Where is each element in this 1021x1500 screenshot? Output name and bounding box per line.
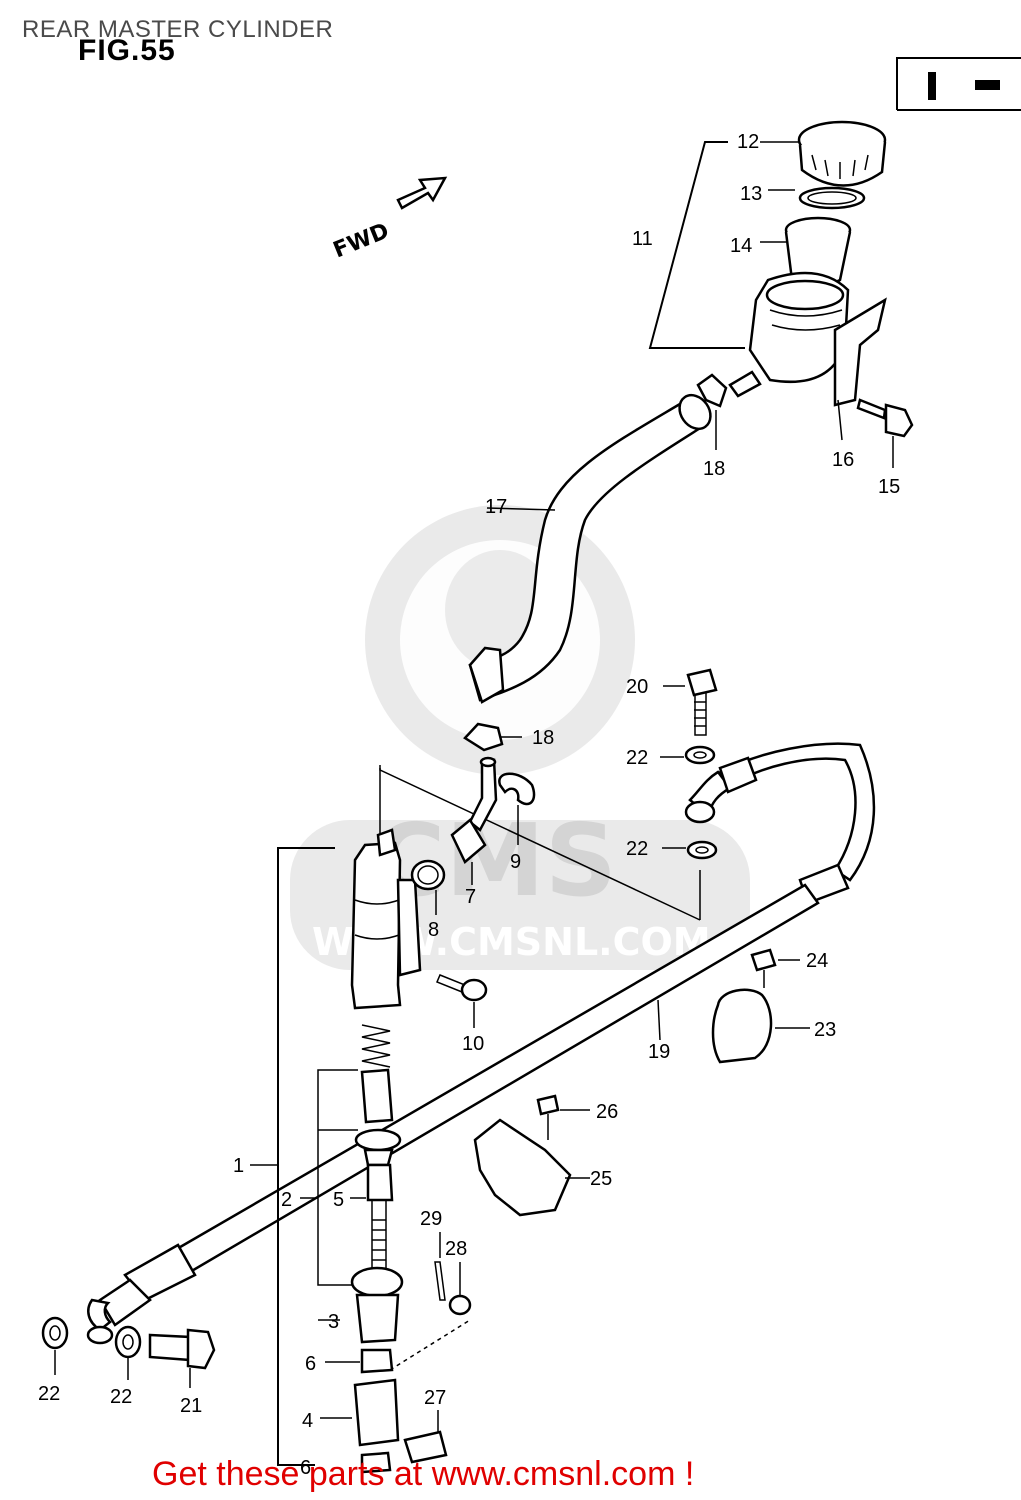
- hose-clip: [463, 722, 522, 752]
- callout-16: 16: [832, 449, 854, 471]
- callout-6-lower: 6: [300, 1457, 311, 1479]
- callout-3: 3: [328, 1311, 339, 1333]
- lower-union: [41, 1316, 216, 1388]
- union-bolt: [660, 668, 718, 860]
- callout-18-bottom: 18: [532, 727, 554, 749]
- callout-19: 19: [648, 1041, 670, 1063]
- callout-18-top: 18: [703, 458, 725, 480]
- callout-25: 25: [590, 1168, 612, 1190]
- callout-22-lower-right: 22: [110, 1386, 132, 1408]
- callout-15: 15: [878, 476, 900, 498]
- callout-8: 8: [428, 919, 439, 941]
- callout-4: 4: [302, 1410, 313, 1432]
- inlet-fitting: [410, 756, 536, 915]
- master-cylinder: [250, 765, 701, 1474]
- index-box: [896, 57, 1021, 111]
- direction-label: FWD: [330, 219, 393, 264]
- callout-9: 9: [510, 851, 521, 873]
- brake-hose: [86, 742, 876, 1345]
- callout-24: 24: [806, 950, 828, 972]
- callout-21: 21: [180, 1395, 202, 1417]
- clevis-pin: [403, 1232, 472, 1464]
- mounting-bolt: [436, 974, 488, 1028]
- callout-7: 7: [465, 886, 476, 908]
- callout-11: 11: [632, 228, 653, 250]
- callout-13: 13: [740, 183, 762, 205]
- callout-14: 14: [730, 235, 752, 257]
- callout-1: 1: [233, 1155, 244, 1177]
- callout-17: 17: [485, 496, 507, 518]
- callout-22-lower-left: 22: [38, 1383, 60, 1405]
- page-title: REAR MASTER CYLINDER: [22, 16, 334, 43]
- callout-6-upper: 6: [305, 1353, 316, 1375]
- figure-label: FIG.55: [78, 34, 176, 67]
- callout-10: 10: [462, 1033, 484, 1055]
- callout-12: 12: [737, 131, 759, 153]
- reservoir-assembly: [648, 120, 914, 468]
- callout-22-upper: 22: [626, 747, 648, 769]
- footer-link[interactable]: Get these parts at www.cmsnl.com !: [152, 1455, 695, 1493]
- clamp-bracket: [473, 1094, 590, 1217]
- callout-2: 2: [281, 1189, 292, 1211]
- callout-27: 27: [424, 1387, 446, 1409]
- callout-20: 20: [626, 676, 648, 698]
- callout-22-middle: 22: [626, 838, 648, 860]
- callout-28: 28: [445, 1238, 467, 1260]
- hose-clamp: [711, 948, 810, 1064]
- callout-23: 23: [814, 1019, 836, 1041]
- callout-26: 26: [596, 1101, 618, 1123]
- reservoir-hose: [468, 393, 712, 704]
- forward-arrow-icon: FWD: [330, 176, 448, 264]
- callout-29: 29: [420, 1208, 442, 1230]
- callout-5: 5: [333, 1189, 344, 1211]
